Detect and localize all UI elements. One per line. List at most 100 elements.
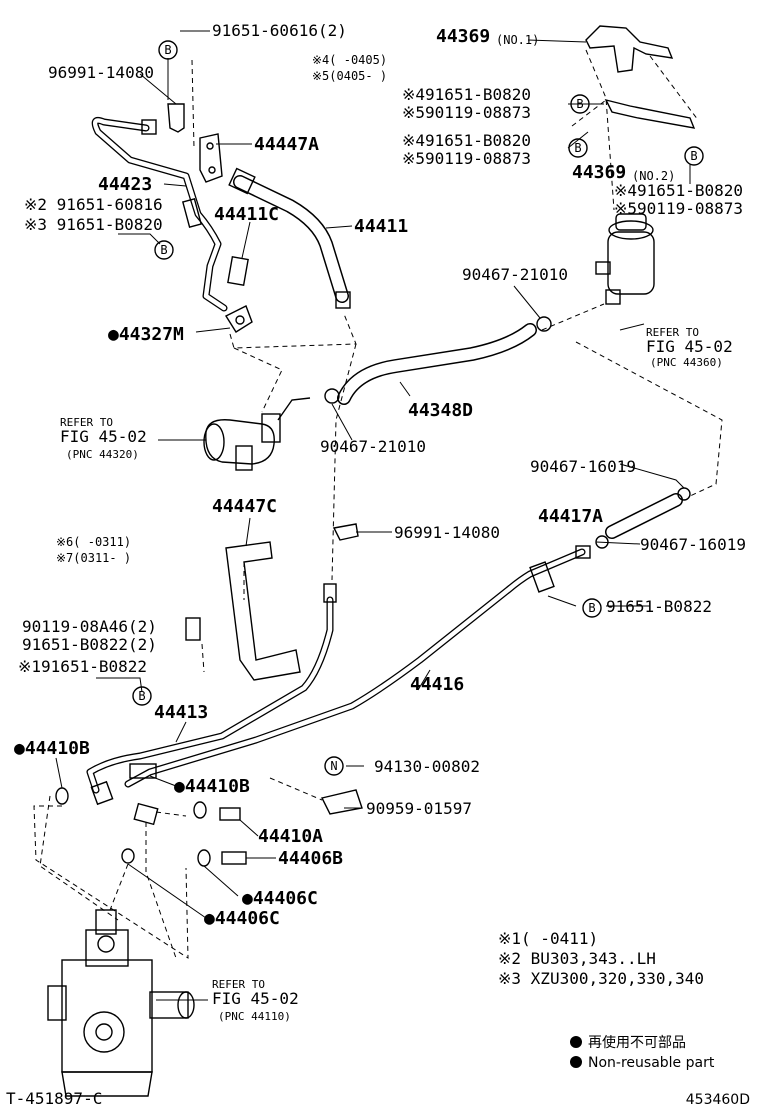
footer: T-451897-C 453460D [6,1089,750,1108]
label-94130-00802: 94130-00802 [374,757,480,776]
label-90467-21010-lower: 90467-21010 [320,437,426,456]
application-notes: ※1( -0411) ※2 BU303,343..LH ※3 XZU300,32… [498,929,704,988]
note-2: ※2 BU303,343..LH [498,949,656,968]
clip-96991-14080-top [167,103,185,133]
label-note7: ※7(0311- ) [56,551,131,565]
clamp-90467-21010-upper [536,316,552,332]
label-44327m: ●44327M [108,324,184,345]
bolt-marker-letter: B [690,149,697,163]
label-x5-90119-08873-b: ※590119-08873 [402,149,531,168]
label-90467-16019-b: 90467-16019 [640,535,746,554]
label-44413: 44413 [154,702,208,723]
gasket-44406c-lower [121,848,135,864]
label-refer-pump-1: REFER TO [60,416,113,429]
legend: 再使用不可部品 Non-reusable part [570,1034,715,1071]
bolt-marker [570,94,590,114]
label-x4-91651-b0820-a: ※491651-B0820 [402,85,531,104]
footer-left-code: T-451897-C [6,1089,102,1108]
label-x5-90119-08873-a: ※590119-08873 [402,103,531,122]
bolt-marker-letter: B [574,141,581,155]
bolt-marker [684,146,704,166]
non-reusable-dot-icon [570,1056,582,1068]
clamp-44327m [224,305,253,333]
footer-right-code: 453460D [686,1092,750,1108]
label-44369-no2: 44369 [572,162,626,183]
non-reusable-dot-icon [570,1036,582,1048]
label-x4-91651-b0820-b: ※491651-B0820 [402,131,531,150]
label-44406b: 44406B [278,848,343,869]
bolt-44406b [221,851,247,865]
part-labels: 91651-60616(2) 96991-14080 44447A 44423 … [14,21,746,1023]
bolt-marker-letter: B [160,243,167,257]
label-44410b-a: ●44410B [14,738,90,759]
label-x3-91651-b0820: ※3 91651-B0820 [24,215,163,234]
label-x5-90119-08873-c: ※590119-08873 [614,199,743,218]
note-3: ※3 XZU300,320,330,340 [498,969,704,988]
parts-artwork [47,25,696,1097]
bolt-marker [158,40,178,60]
steering-pump [203,397,311,471]
label-refer-pump-2: FIG 45-02 [60,427,147,446]
label-44411c: 44411C [214,204,279,225]
label-44406c-a: ●44406C [242,888,318,909]
label-44410b-b: ●44410B [174,776,250,797]
label-44417a: 44417A [538,506,603,527]
gasket-44410b-left [55,787,69,805]
clamp-90959-01597 [320,789,363,815]
label-96991-14080-mid: 96991-14080 [394,523,500,542]
dashed-connectors [33,49,723,959]
label-44416: 44416 [410,674,464,695]
steering-gear [47,909,195,1097]
label-refer-tank-2: FIG 45-02 [646,337,733,356]
bracket-44369-no2 [604,98,696,129]
label-x4-91651-b0820-c: ※491651-B0820 [614,181,743,200]
label-44369-no1: 44369 [436,26,490,47]
label-44348d: 44348D [408,400,473,421]
bracket-44447c [225,541,301,681]
bracket-44369-no1 [585,25,674,73]
label-44423: 44423 [98,174,152,195]
label-refer-tank-3: (PNC 44360) [650,356,723,369]
label-91651-60616: 91651-60616(2) [212,21,347,40]
bracket-44447a [199,133,223,183]
legend-en: Non-reusable part [588,1055,715,1071]
label-91651-b0822-2: 91651-B0822(2) [22,635,157,654]
label-44447a: 44447A [254,134,319,155]
bolt-44410a [219,807,241,821]
label-no2: (NO.2) [632,169,675,183]
bolt-marker [568,138,588,158]
label-44447c: 44447C [212,496,277,517]
circled-markers: B B B B B B B N [132,40,704,776]
bolt-marker-letter: B [138,689,145,703]
union-44410a [133,802,159,826]
label-44410a: 44410A [258,826,323,847]
label-refer-gear-1: REFER TO [212,978,265,991]
union-bolt-left [90,780,114,806]
label-refer-pump-3: (PNC 44320) [66,448,139,461]
label-90959-01597: 90959-01597 [366,799,472,818]
bolt-marker [154,240,174,260]
bolt-marker [132,686,152,706]
gasket-44410a-ring [193,801,207,819]
bolt-marker-letter: B [164,43,171,57]
nut-marker-letter: N [330,759,337,773]
bolt-marker-letter: B [576,97,583,111]
label-x2-91651-60816: ※2 91651-60816 [24,195,163,214]
nut-marker [324,756,344,776]
label-90119-08a46: 90119-08A46(2) [22,617,157,636]
label-91651-b0822: 91651-B0822 [606,597,712,616]
gasket-44406b [197,849,211,867]
label-note4: ※4( -0405) [312,53,387,67]
label-44411: 44411 [354,216,408,237]
union-44410b [129,763,157,779]
bolt-marker-letter: B [588,601,595,615]
label-refer-gear-2: FIG 45-02 [212,989,299,1008]
reservoir-tank [595,213,655,305]
label-96991-14080-top: 96991-14080 [48,63,154,82]
legend-jp: 再使用不可部品 [588,1034,686,1051]
label-44406c-b: ●44406C [204,908,280,929]
label-note5: ※5(0405- ) [312,69,387,83]
bolt-90119-08a46 [185,617,201,641]
bolt-marker [582,598,602,618]
